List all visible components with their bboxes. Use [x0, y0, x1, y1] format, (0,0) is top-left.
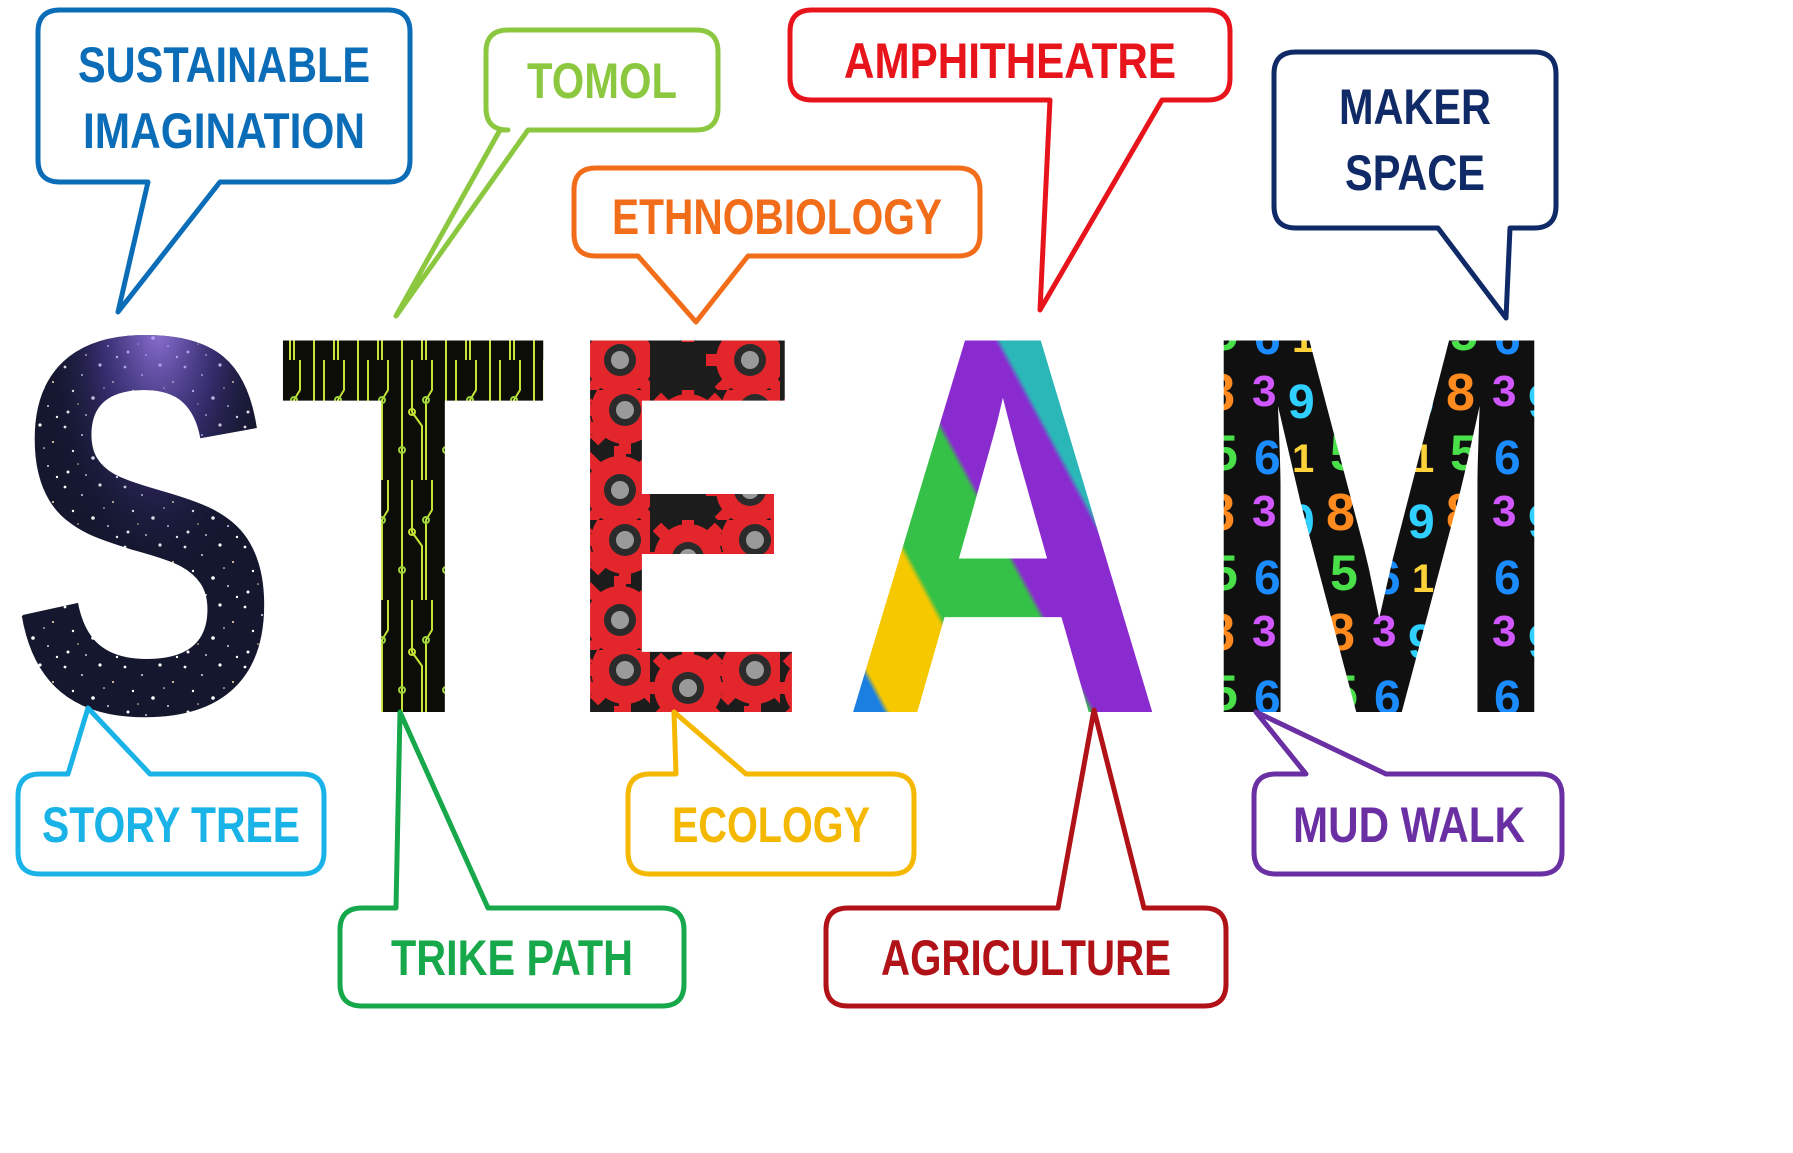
svg-text:ECOLOGY: ECOLOGY [672, 797, 870, 853]
svg-text:AMPHITHEATRE: AMPHITHEATRE [844, 33, 1176, 89]
callout-story-tree: STORY TREE [15, 705, 327, 877]
svg-text:MAKER: MAKER [1339, 79, 1491, 135]
callout-agriculture: AGRICULTURE [823, 707, 1229, 1009]
steam-word: S S T E A M [10, 224, 1564, 827]
svg-text:TRIKE PATH: TRIKE PATH [391, 930, 633, 986]
svg-text:STORY TREE: STORY TREE [42, 797, 300, 853]
svg-text:TOMOL: TOMOL [527, 53, 677, 109]
callout-sustainable-imagination: SUSTAINABLE IMAGINATION [35, 7, 413, 315]
letter-m: M [1194, 224, 1564, 827]
svg-text:S: S [10, 224, 280, 827]
callout-trike-path: TRIKE PATH [337, 709, 687, 1009]
callout-mud-walk: MUD WALK [1251, 709, 1565, 877]
svg-text:SUSTAINABLE: SUSTAINABLE [78, 37, 370, 93]
svg-text:MUD WALK: MUD WALK [1293, 797, 1525, 853]
svg-text:IMAGINATION: IMAGINATION [83, 103, 365, 159]
svg-text:SPACE: SPACE [1345, 145, 1485, 201]
svg-text:AGRICULTURE: AGRICULTURE [881, 930, 1171, 986]
letter-t: T [278, 224, 548, 827]
callout-tomol: TOMOL [393, 27, 721, 319]
svg-text:ETHNOBIOLOGY: ETHNOBIOLOGY [612, 189, 942, 245]
letter-s: S S [10, 224, 280, 827]
letter-a: A [842, 224, 1164, 827]
callout-amphitheatre: AMPHITHEATRE [787, 7, 1233, 313]
callout-ecology: ECOLOGY [625, 709, 917, 877]
svg-text:S: S [10, 224, 280, 827]
callout-maker-space: MAKER SPACE [1271, 49, 1559, 321]
callout-ethnobiology: ETHNOBIOLOGY [571, 165, 983, 325]
